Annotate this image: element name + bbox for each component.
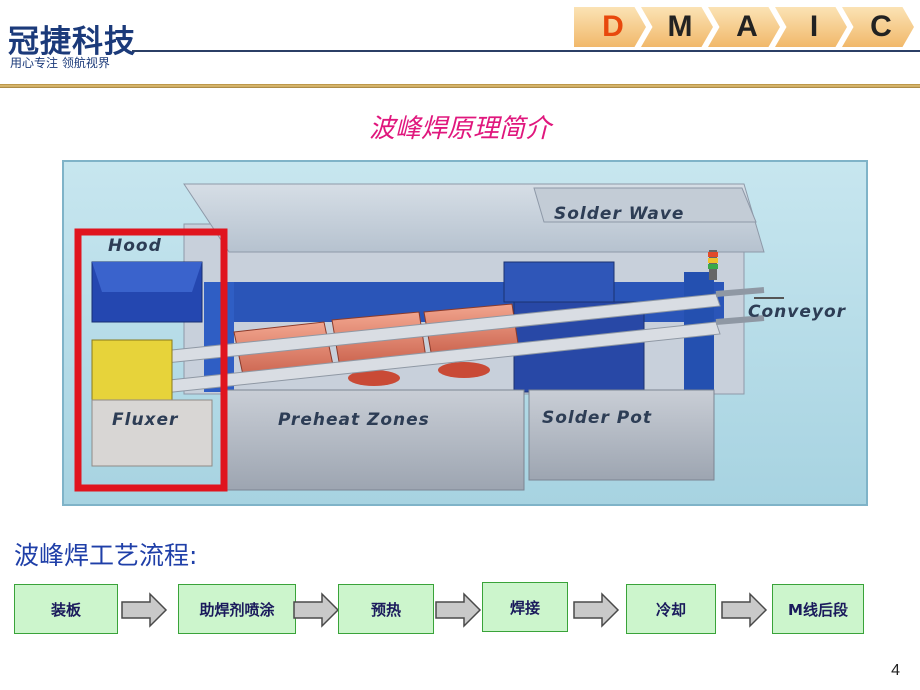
dmaic-c: C — [842, 7, 914, 47]
solder-pot-label: Solder Pot — [542, 408, 653, 428]
header-rule — [132, 50, 920, 52]
page-number: 4 — [891, 662, 900, 679]
gold-band — [0, 84, 920, 88]
step-flux-spray: 助焊剂喷涂 — [178, 584, 296, 634]
arrow-right-icon — [573, 592, 620, 628]
logo-main: 冠捷科技 — [8, 24, 136, 60]
solder-wave-label: Solder Wave — [554, 204, 685, 224]
preheat-zones-label: Preheat Zones — [278, 410, 430, 430]
step-load-board: 装板 — [14, 584, 118, 634]
arrow-right-icon — [435, 592, 482, 628]
step-cooling: 冷却 — [626, 584, 716, 634]
step-m-line-back-end: M线后段 — [772, 584, 864, 634]
wave-solder-machine-diagram: Hood Fluxer Preheat Zones Solder Wave So… — [62, 160, 868, 506]
dmaic-a: A — [708, 7, 780, 47]
dmaic-i: I — [775, 7, 847, 47]
dmaic-d: D — [574, 7, 646, 47]
slide-title: 波峰焊原理简介 — [368, 114, 551, 144]
fluxer-label: Fluxer — [112, 410, 179, 430]
step-preheat: 预热 — [338, 584, 434, 634]
hood-label: Hood — [108, 236, 162, 256]
arrow-right-icon — [721, 592, 768, 628]
machine-illustration — [74, 183, 784, 492]
logo-tagline: 用心专注 领航视界 — [10, 56, 110, 70]
arrow-right-icon — [293, 592, 340, 628]
arrow-right-icon — [121, 592, 168, 628]
dmaic-bar: D M A I C — [574, 7, 914, 47]
step-soldering: 焊接 — [482, 582, 568, 632]
conveyor-label: Conveyor — [748, 302, 847, 322]
process-title: 波峰焊工艺流程: — [14, 541, 198, 570]
dmaic-m: M — [641, 7, 713, 47]
